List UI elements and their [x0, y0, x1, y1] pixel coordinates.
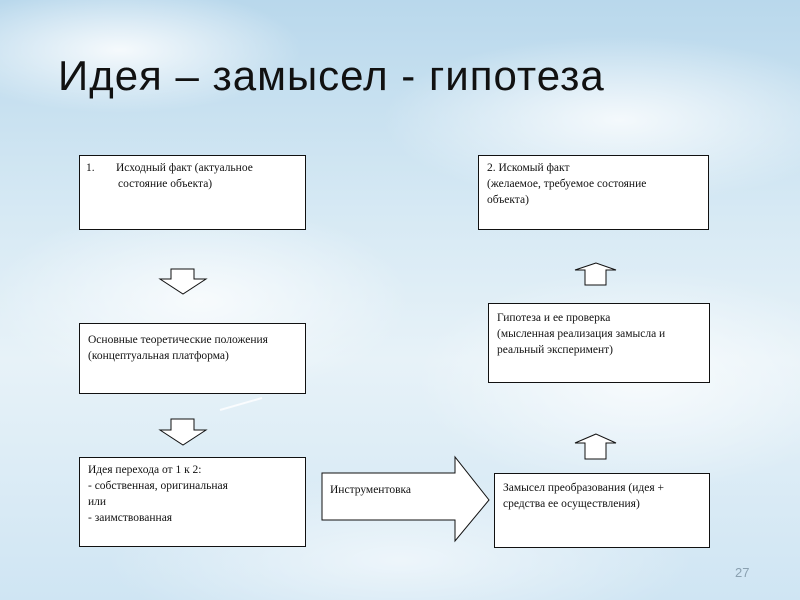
- box-target-fact: 2. Искомый факт (желаемое, требуемое сос…: [478, 155, 709, 230]
- box-theory: Основные теоретические положения (концеп…: [79, 323, 306, 394]
- box-transition-idea-line2: - собственная, оригинальная: [88, 480, 228, 492]
- box-transformation-plan-line2: средства ее осуществления): [503, 498, 640, 510]
- sky-decoration: [219, 397, 263, 411]
- up-arrow-2: [574, 433, 617, 460]
- down-arrow-2: [158, 418, 208, 446]
- box-target-fact-line3: объекта): [487, 194, 529, 206]
- box-transition-idea-line3: или: [88, 496, 107, 508]
- box-transformation-plan: Замысел преобразования (идея + средства …: [494, 473, 710, 548]
- box-hypothesis-line2: (мысленная реализация замысла и: [497, 328, 666, 340]
- box-transition-idea-line1: Идея перехода от 1 к 2:: [88, 464, 202, 476]
- box-initial-fact: 1. Исходный факт (актуальное состояние об…: [79, 155, 306, 230]
- box-initial-fact-line2: состояние объекта): [118, 178, 213, 190]
- box-theory-line1: Основные теоретические положения: [88, 334, 268, 346]
- box-transition-idea: Идея перехода от 1 к 2: - собственная, о…: [79, 457, 306, 547]
- instrumentation-arrow: [321, 455, 490, 543]
- box-initial-fact-text1: Исходный факт (актуальное: [116, 162, 253, 174]
- box-target-fact-line1: 2. Искомый факт: [487, 162, 570, 174]
- down-arrow-1: [158, 268, 208, 295]
- box-initial-fact-number: 1.: [86, 162, 95, 174]
- box-transition-idea-line4: - заимствованная: [88, 512, 173, 524]
- box-target-fact-line2: (желаемое, требуемое состояние: [487, 178, 647, 190]
- box-hypothesis-line1: Гипотеза и ее проверка: [497, 312, 611, 324]
- box-transformation-plan-line1: Замысел преобразования (идея +: [503, 482, 664, 494]
- up-arrow-1: [574, 262, 617, 286]
- slide-number: 27: [735, 565, 750, 580]
- box-theory-line2: (концептуальная платформа): [88, 350, 229, 362]
- box-initial-fact-line1: 1. Исходный факт (актуальное: [86, 160, 297, 176]
- box-hypothesis: Гипотеза и ее проверка (мысленная реализ…: [488, 303, 710, 383]
- instrumentation-label: Инструментовка: [330, 484, 412, 496]
- box-hypothesis-line3: реальный эксперимент): [497, 344, 613, 356]
- slide-title: Идея – замысел - гипотеза: [58, 52, 605, 99]
